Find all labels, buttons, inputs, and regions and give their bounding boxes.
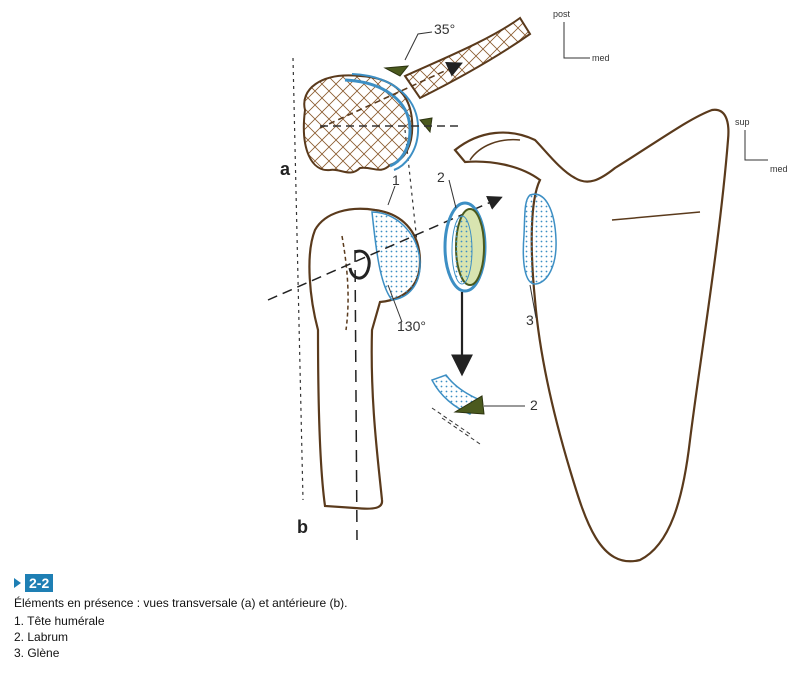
label-2-labrum-top: 2 <box>437 170 445 184</box>
label-2-labrum-detail: 2 <box>530 398 538 412</box>
orientation-marker-top <box>564 22 590 58</box>
legend-list: 1. Tête humérale 2. Labrum 3. Glène <box>14 613 774 661</box>
label-view-b: b <box>297 518 308 536</box>
caption-title: Éléments en présence : vues transversale… <box>14 596 774 610</box>
label-3-glenoid: 3 <box>526 313 534 327</box>
label-orient-sup: sup <box>735 118 750 127</box>
figure-caption: 2-2 Éléments en présence : vues transver… <box>14 574 774 661</box>
orientation-marker-right <box>745 130 768 160</box>
label-orient-med-right: med <box>770 165 788 174</box>
reference-line-left <box>293 58 303 500</box>
label-view-a: a <box>280 160 290 178</box>
caret-right-icon <box>14 578 21 588</box>
label-angle-130: 130° <box>397 319 426 333</box>
legend-item: 1. Tête humérale <box>14 613 774 629</box>
scapula <box>455 110 728 562</box>
figure-badge: 2-2 <box>14 574 774 592</box>
legend-item: 2. Labrum <box>14 629 774 645</box>
label-orient-med-top: med <box>592 54 610 63</box>
anatomy-drawing <box>0 0 795 590</box>
anterior-view-humerus <box>309 186 420 540</box>
legend-item: 3. Glène <box>14 645 774 661</box>
figure-number: 2-2 <box>25 574 53 592</box>
label-angle-35: 35° <box>434 22 455 36</box>
labrum-ring <box>445 180 485 372</box>
shoulder-anatomy-figure: 35° 130° a b 1 2 2 3 post med sup med <box>0 0 795 590</box>
labrum-detail <box>432 375 525 444</box>
label-orient-post: post <box>553 10 570 19</box>
label-1-humeral-head: 1 <box>392 173 400 187</box>
